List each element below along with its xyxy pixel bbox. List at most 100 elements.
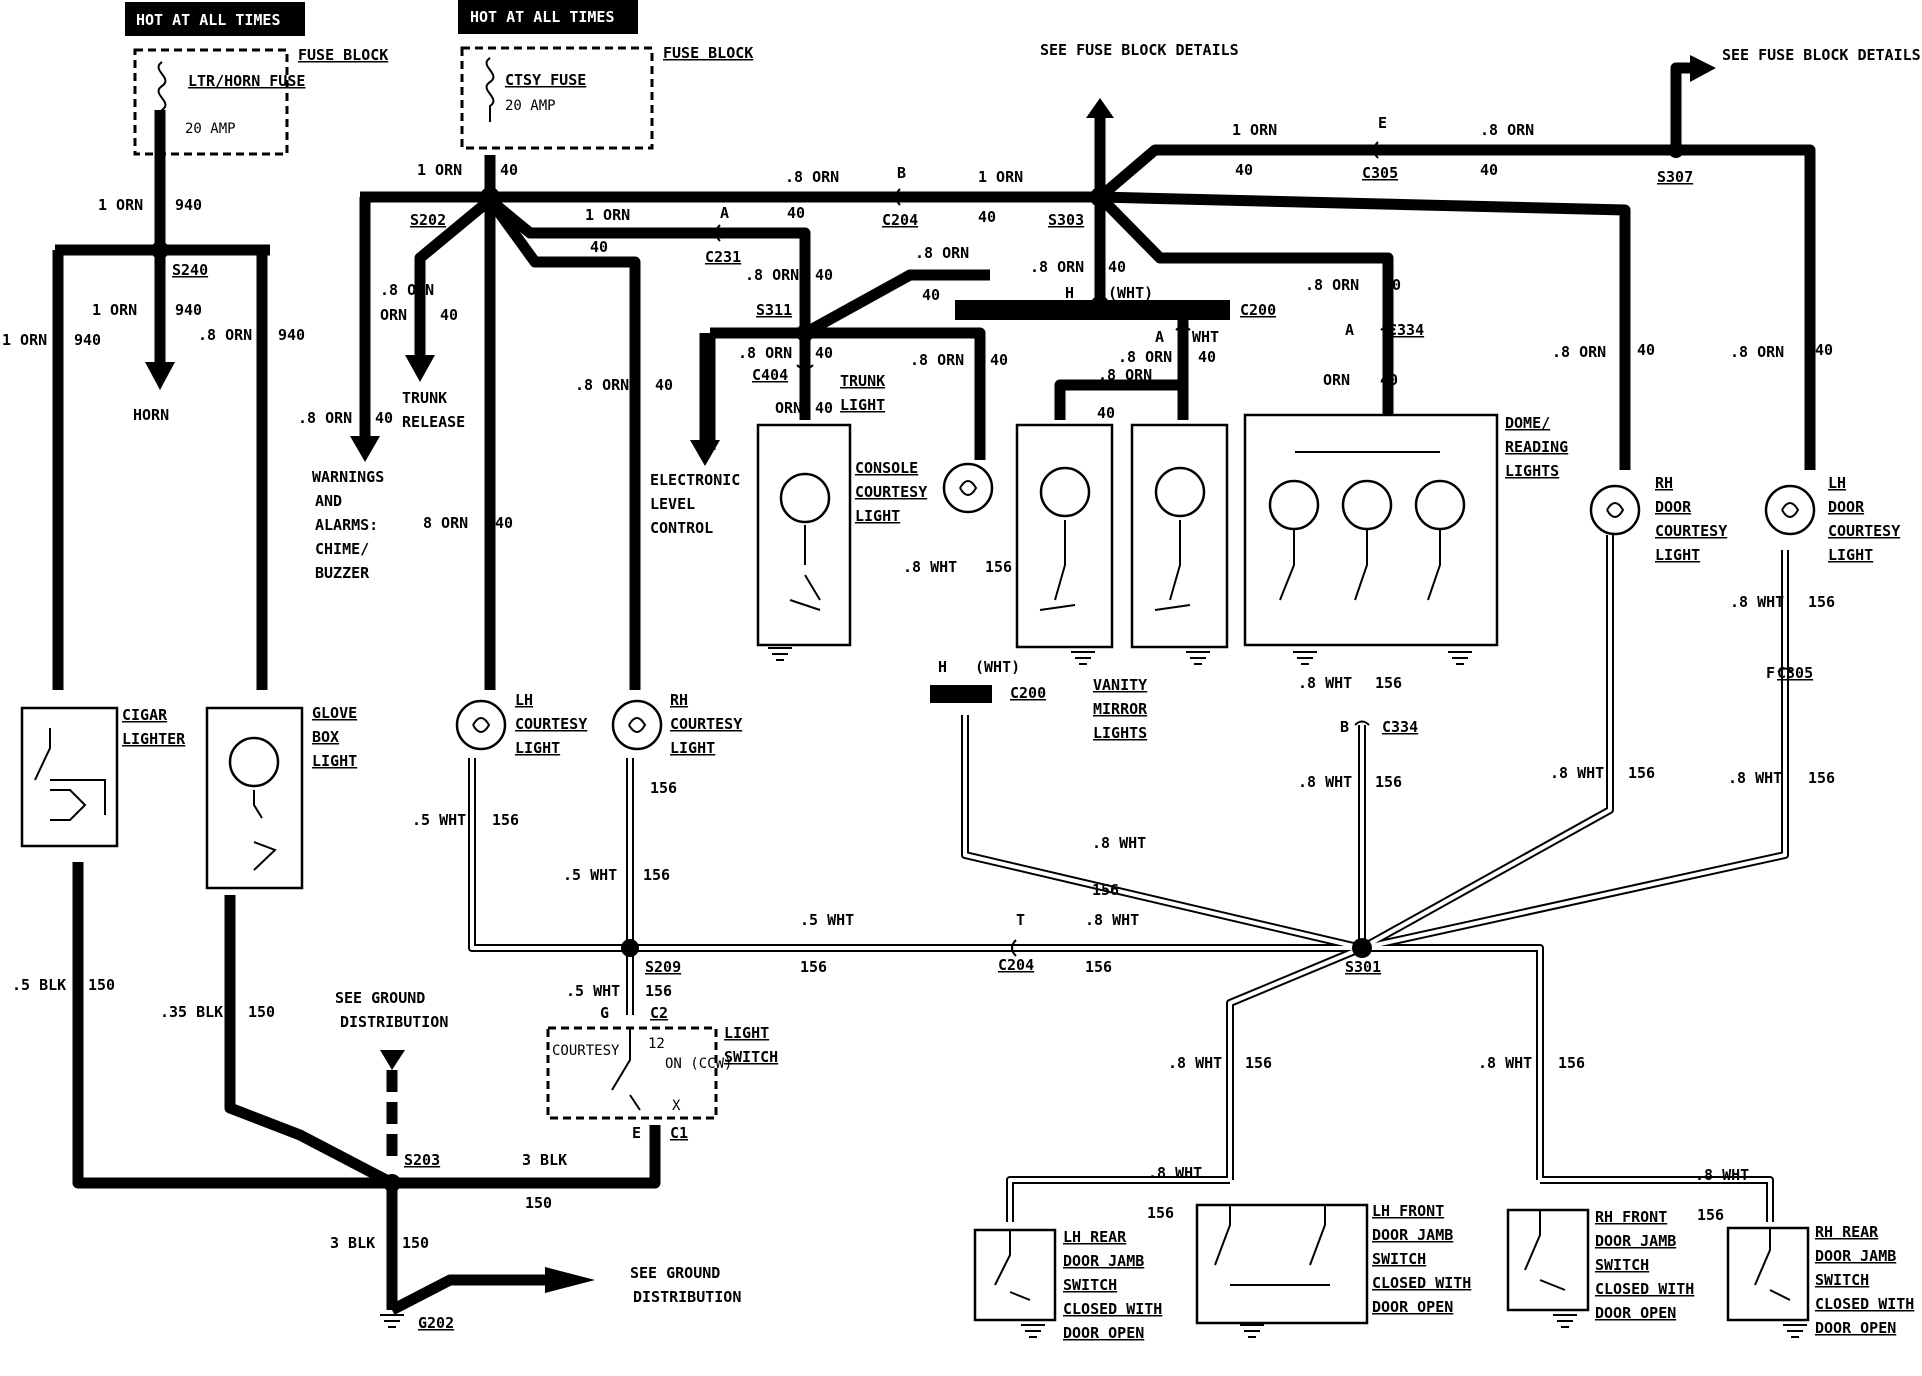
ground-symbols (380, 647, 1807, 1338)
svg-text:40: 40 (1108, 258, 1126, 276)
vanity-left (1015, 423, 1114, 649)
svg-text:C200: C200 (1010, 684, 1046, 702)
lh-front-switch (1195, 1203, 1369, 1325)
svg-text:156: 156 (643, 866, 670, 884)
svg-text:.8 ORN: .8 ORN (1098, 366, 1152, 384)
svg-text:156: 156 (1697, 1206, 1724, 1224)
svg-text:S202: S202 (410, 211, 446, 229)
svg-text:.8 WHT: .8 WHT (1550, 764, 1604, 782)
svg-text:(WHT): (WHT) (1108, 284, 1153, 302)
svg-text:.8 WHT: .8 WHT (1298, 773, 1352, 791)
svg-text:.5 WHT: .5 WHT (800, 911, 854, 929)
svg-text:40: 40 (1815, 341, 1833, 359)
svg-text:.8 ORN: .8 ORN (1730, 343, 1784, 361)
svg-text:156: 156 (1245, 1054, 1272, 1072)
svg-text:ORN: ORN (1323, 371, 1350, 389)
connector-symbols (715, 141, 1793, 957)
svg-text:40: 40 (1383, 276, 1401, 294)
svg-text:156: 156 (1808, 769, 1835, 787)
svg-text:1 ORN: 1 ORN (1232, 121, 1277, 139)
svg-text:G202: G202 (418, 1314, 454, 1332)
trunk-light (756, 423, 852, 647)
svg-text:40: 40 (440, 306, 458, 324)
svg-text:.8 ORN: .8 ORN (785, 168, 839, 186)
arrowheads (145, 55, 1716, 1070)
fuse-left-rating: 20 AMP (185, 121, 236, 137)
splice-dots (151, 142, 1684, 1192)
cigar-lighter (20, 706, 119, 848)
svg-text:150: 150 (88, 976, 115, 994)
svg-text:B: B (897, 164, 906, 182)
svg-text:(WHT): (WHT) (975, 658, 1020, 676)
svg-text:A: A (1155, 328, 1164, 346)
light-switch: COURTESY 12 ON (CCW) X (546, 1026, 732, 1120)
svg-text:40: 40 (815, 266, 833, 284)
svg-text:1 ORN: 1 ORN (978, 168, 1023, 186)
svg-text:40: 40 (815, 399, 833, 417)
svg-text:.8 WHT: .8 WHT (1298, 674, 1352, 692)
rh-front-switch (1506, 1208, 1590, 1312)
horn-label: HORN (133, 406, 169, 424)
svg-text:40: 40 (1235, 161, 1253, 179)
svg-text:.8 WHT: .8 WHT (1728, 769, 1782, 787)
svg-text:.8 ORN: .8 ORN (380, 281, 434, 299)
svg-text:.8 ORN: .8 ORN (910, 351, 964, 369)
svg-text:940: 940 (74, 331, 101, 349)
svg-text:40: 40 (1198, 348, 1216, 366)
svg-text:156: 156 (800, 958, 827, 976)
svg-text:S203: S203 (404, 1151, 440, 1169)
svg-text:A: A (1345, 321, 1354, 339)
svg-text:156: 156 (1147, 1204, 1174, 1222)
svg-text:.8 ORN: .8 ORN (1480, 121, 1534, 139)
svg-text:3 BLK: 3 BLK (522, 1151, 567, 1169)
svg-text:S301: S301 (1345, 958, 1381, 976)
svg-text:B: B (1340, 718, 1349, 736)
fuse-block-left: LTR/HORN FUSE 20 AMP FUSE BLOCK (133, 46, 388, 156)
svg-text:.8 ORN: .8 ORN (738, 344, 792, 362)
svg-text:150: 150 (525, 1194, 552, 1212)
svg-text:.8 ORN: .8 ORN (915, 244, 969, 262)
hot-tag-mid: HOT AT ALL TIMES (458, 0, 638, 34)
svg-text:.8 WHT: .8 WHT (1478, 1054, 1532, 1072)
svg-text:E: E (1378, 114, 1387, 132)
svg-text:.8 WHT: .8 WHT (1092, 834, 1146, 852)
rh-door-light (1589, 484, 1641, 536)
svg-text:940: 940 (175, 196, 202, 214)
svg-text:40: 40 (500, 161, 518, 179)
svg-text:40: 40 (375, 409, 393, 427)
svg-text:G: G (600, 1004, 609, 1022)
svg-text:40: 40 (922, 286, 940, 304)
svg-text:.5 BLK: .5 BLK (12, 976, 66, 994)
ground-wires (72, 862, 661, 1315)
svg-text:156: 156 (1628, 764, 1655, 782)
courtesy-label: COURTESY (552, 1043, 620, 1059)
ltr-horn-fuse-label: LTR/HORN FUSE (188, 72, 305, 90)
svg-text:F: F (1766, 664, 1775, 682)
return-wires (468, 535, 1789, 1222)
on-ccw-label: ON (CCW) (665, 1056, 732, 1072)
svg-text:1 ORN: 1 ORN (2, 331, 47, 349)
svg-text:.8 ORN: .8 ORN (1030, 258, 1084, 276)
svg-text:S209: S209 (645, 958, 681, 976)
svg-text:150: 150 (402, 1234, 429, 1252)
svg-text:WHT: WHT (1192, 328, 1219, 346)
svg-text:40: 40 (655, 376, 673, 394)
svg-text:40: 40 (1097, 404, 1115, 422)
svg-text:.8 WHT: .8 WHT (1085, 911, 1139, 929)
svg-text:40: 40 (978, 208, 996, 226)
svg-text:8 ORN: 8 ORN (423, 514, 468, 532)
lh-rear-switch (973, 1228, 1057, 1322)
svg-text:1 ORN: 1 ORN (98, 196, 143, 214)
svg-text:156: 156 (492, 811, 519, 829)
